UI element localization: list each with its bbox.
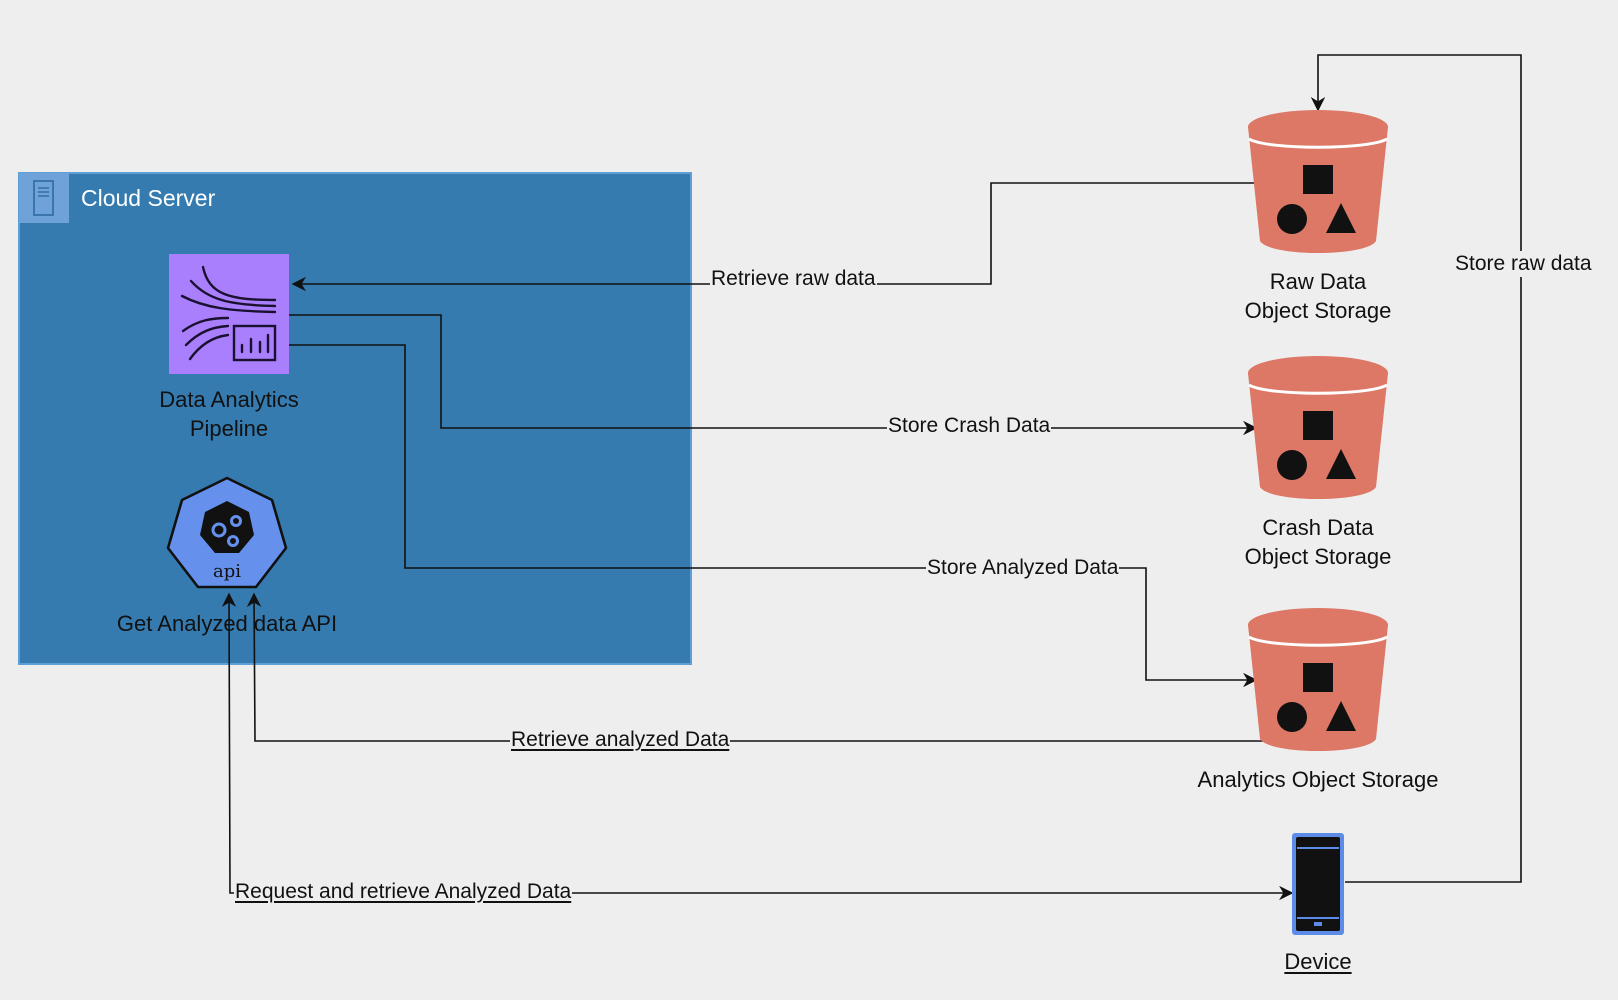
api-icon-text: api xyxy=(213,561,241,582)
raw-storage-label: Raw Data Object Storage xyxy=(1218,267,1418,325)
pipeline-label-line2: Pipeline xyxy=(189,416,269,441)
edge-request-retrieve xyxy=(221,592,1294,901)
api-label: Get Analyzed data API xyxy=(116,611,338,636)
crash-storage-label-line1: Crash Data xyxy=(1262,515,1374,540)
analytics-storage-label: Analytics Object Storage xyxy=(1197,767,1439,792)
analytics-bucket-icon[interactable] xyxy=(1248,608,1388,751)
pipeline-label-line1: Data Analytics xyxy=(159,387,299,412)
edge-label-store-raw: Store raw data xyxy=(1454,251,1593,277)
kubernetes-api-icon[interactable]: api xyxy=(166,476,288,589)
edge-label-retrieve-analyzed: Retrieve analyzed Data xyxy=(510,727,731,753)
crash-data-bucket-icon[interactable] xyxy=(1248,356,1388,499)
edge-label-store-analyzed: Store Analyzed Data xyxy=(926,555,1120,581)
crash-storage-label-line2: Object Storage xyxy=(1244,544,1392,569)
raw-data-bucket-icon[interactable] xyxy=(1248,110,1388,253)
pipeline-label: Data Analytics Pipeline xyxy=(129,385,329,443)
crash-storage-label: Crash Data Object Storage xyxy=(1218,513,1418,571)
edge-store-crash xyxy=(289,314,1258,436)
mobile-device-icon[interactable] xyxy=(1292,833,1344,935)
server-icon xyxy=(19,173,69,223)
edge-retrieve-raw xyxy=(291,182,1257,292)
edge-label-request-retrieve: Request and retrieve Analyzed Data xyxy=(234,879,573,905)
data-analytics-pipeline-icon[interactable] xyxy=(169,254,289,374)
raw-storage-label-line2: Object Storage xyxy=(1244,298,1392,323)
raw-storage-label-line1: Raw Data xyxy=(1269,269,1367,294)
edge-store-raw xyxy=(1310,54,1522,883)
device-label: Device xyxy=(1284,949,1352,974)
edge-label-store-crash: Store Crash Data xyxy=(887,413,1052,439)
cloud-server-title: Cloud Server xyxy=(81,185,216,211)
edge-label-retrieve-raw: Retrieve raw data xyxy=(710,266,877,292)
cloud-server-group[interactable] xyxy=(18,172,692,665)
